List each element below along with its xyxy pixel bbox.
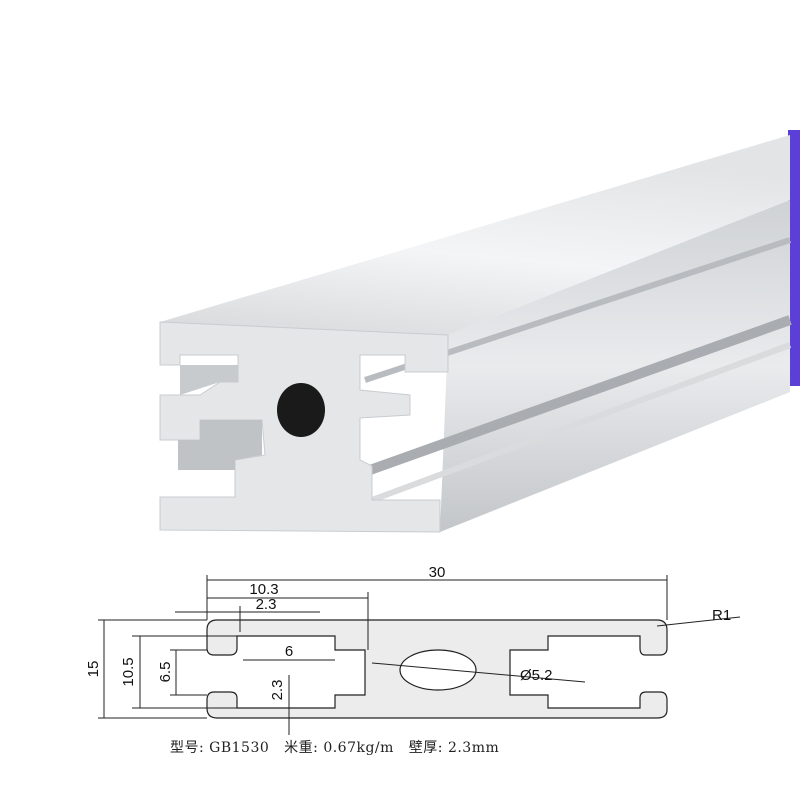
dim-10-5: 10.5 [120,657,137,686]
weight-value: 0.67kg/m [323,740,394,756]
center-hole [277,383,325,437]
spec-line: 型号: GB1530 米重: 0.67kg/m 壁厚: 2.3mm [170,737,499,757]
dim-2-3-top: 2.3 [256,596,277,613]
dimension-labels: 30 10.3 2.3 R1 15 10.5 6.5 6 2.3 Ø5.2 [85,564,731,700]
accent-bar [788,130,800,386]
dim-30: 30 [429,564,446,581]
dim-6-5: 6.5 [157,662,174,683]
dim-2-3-wall: 2.3 [269,680,286,701]
dim-15: 15 [85,661,102,678]
weight-label: 米重: [284,740,319,756]
dim-r1: R1 [712,607,731,624]
model-label: 型号: [170,740,205,756]
dimension-lines [98,575,741,735]
model-value: GB1530 [209,740,270,756]
wall-label: 壁厚: [408,740,443,756]
dim-10-3: 10.3 [249,581,278,598]
extrusion-side-face [440,200,790,532]
extrusion-top-face [160,135,790,335]
dim-6: 6 [285,643,293,660]
wall-value: 2.3mm [447,740,500,756]
dim-hole-diameter: Ø5.2 [520,667,553,684]
